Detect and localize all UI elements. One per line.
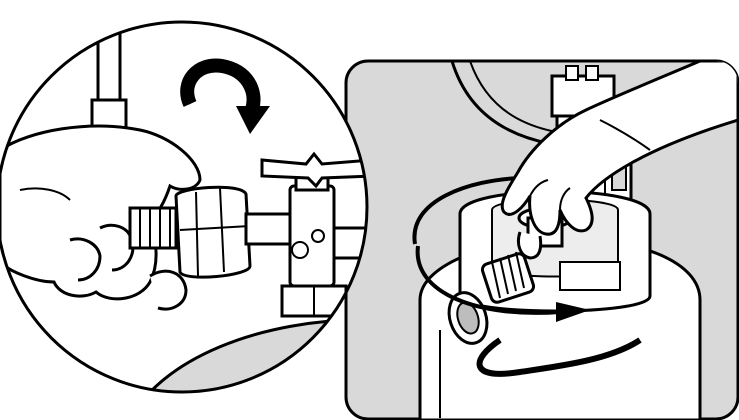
left-panel: [0, 20, 374, 420]
hose: [98, 20, 120, 102]
hand-nut: [176, 187, 250, 277]
right-panel: [346, 61, 738, 420]
threaded-connector: [130, 208, 176, 248]
